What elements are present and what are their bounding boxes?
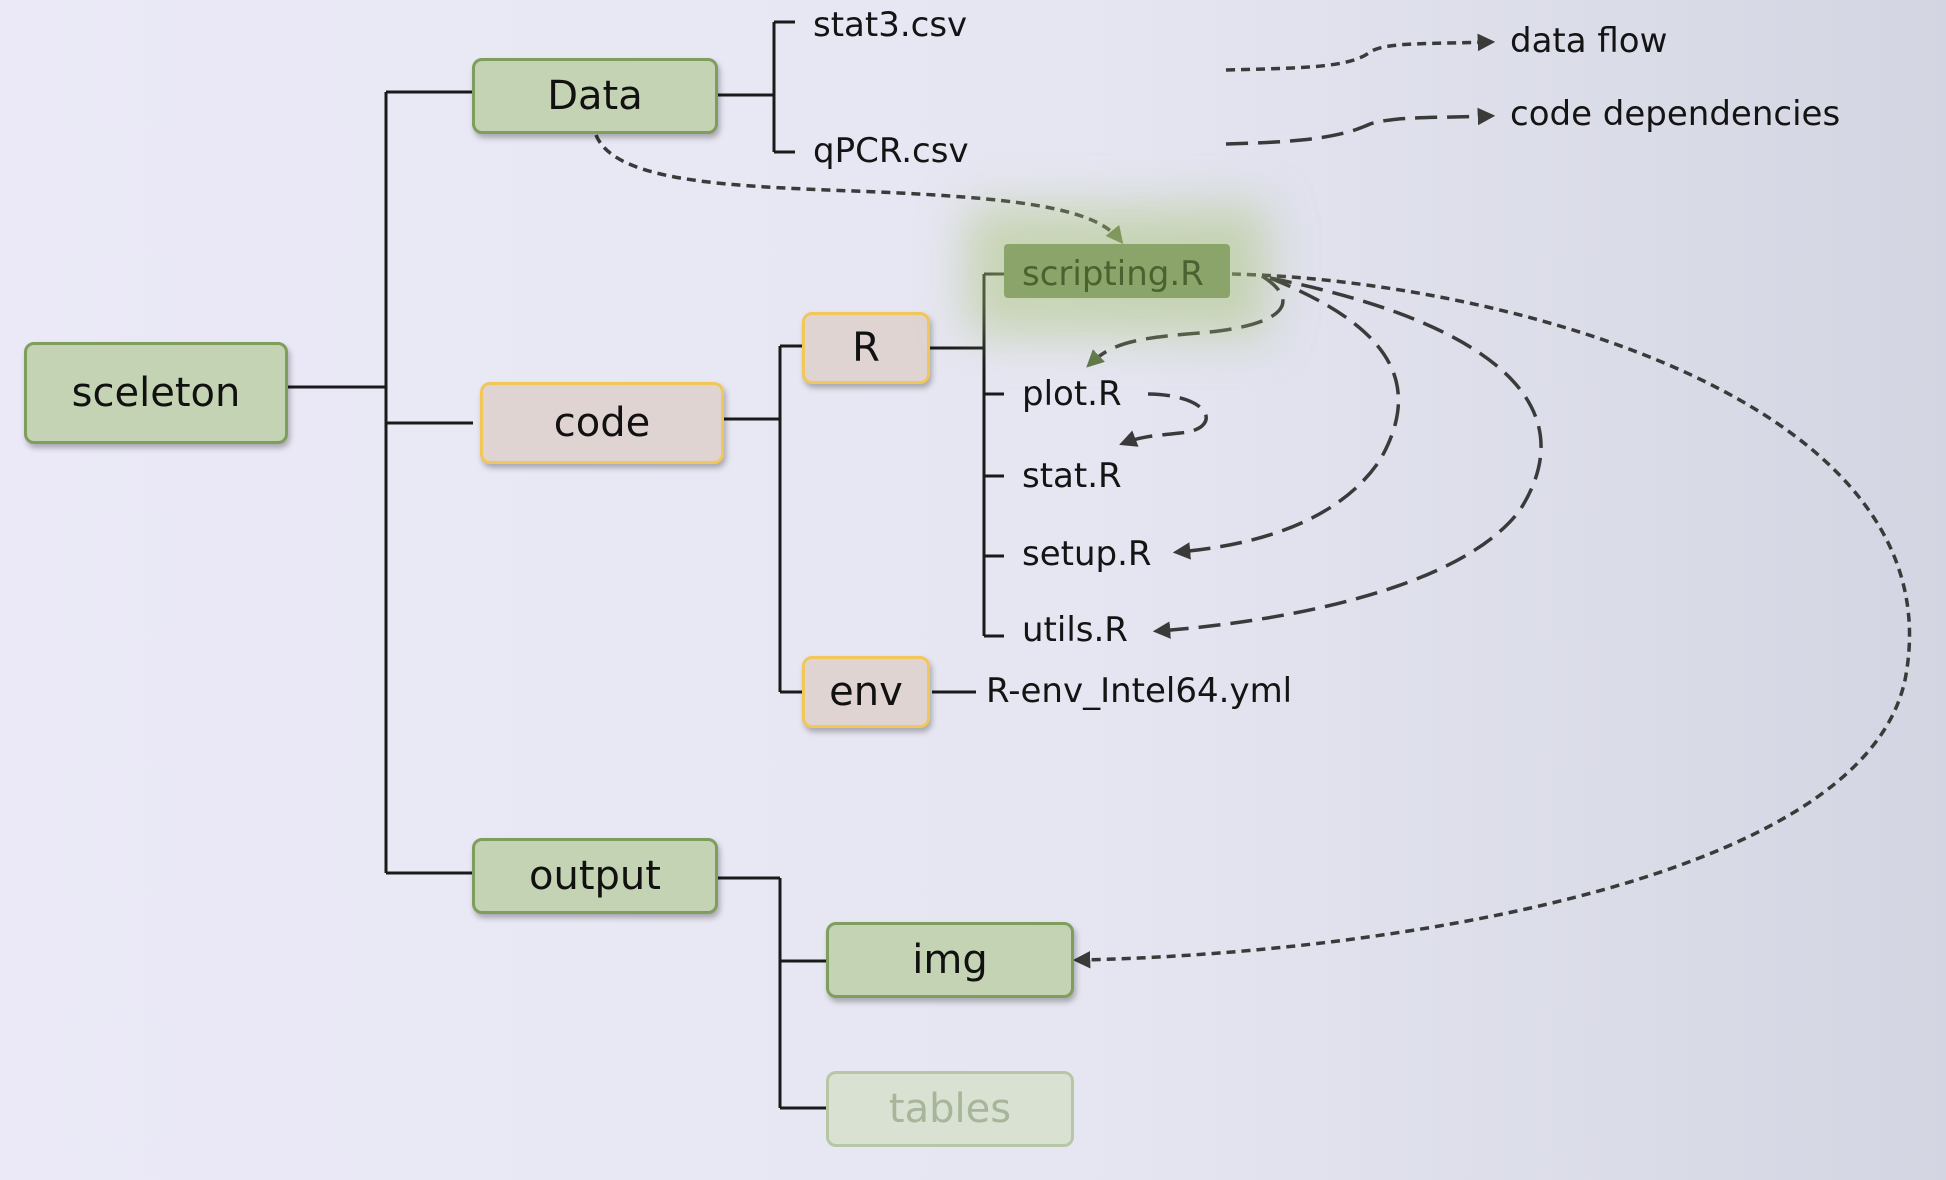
setup-file: setup.R [1022, 534, 1152, 574]
scripting-to-utils-arrow [1152, 276, 1543, 639]
env-folder: env [802, 656, 930, 728]
plot-file: plot.R [1022, 374, 1122, 414]
legend-data-flow-label: data flow [1510, 21, 1668, 61]
output-folder: output [472, 838, 718, 914]
scripting-file: scripting.R [1022, 254, 1204, 294]
qpcr-file: qPCR.csv [813, 131, 969, 171]
code-folder: code [480, 382, 724, 464]
scripting-highlight [1004, 244, 1230, 298]
r-folder: R [802, 312, 930, 384]
stat3-file: stat3.csv [813, 5, 968, 45]
data-to-scripting-arrow [594, 134, 1124, 245]
stat-file: stat.R [1022, 456, 1122, 496]
env-yml-file: R-env_Intel64.yml [986, 671, 1293, 711]
img-folder: img [826, 922, 1074, 998]
code-dependencies-legend-line [1225, 107, 1496, 146]
utils-file: utils.R [1022, 610, 1128, 650]
data-folder: Data [472, 58, 718, 134]
scripting-to-img-arrow [1072, 272, 1912, 969]
scripting-to-setup-arrow [1172, 276, 1401, 560]
legend-lines [1225, 33, 1496, 146]
data-flow-legend-line [1225, 33, 1496, 72]
data-flow-arrows [594, 134, 1912, 969]
legend-code-dependencies-label: code dependencies [1510, 94, 1841, 134]
tree-lines [286, 20, 1004, 1110]
sceleton-folder: sceleton [24, 342, 288, 444]
code-dependency-arrows [1086, 274, 1543, 639]
tables-folder: tables [826, 1071, 1074, 1147]
plot-to-stat-arrow [1119, 392, 1208, 447]
